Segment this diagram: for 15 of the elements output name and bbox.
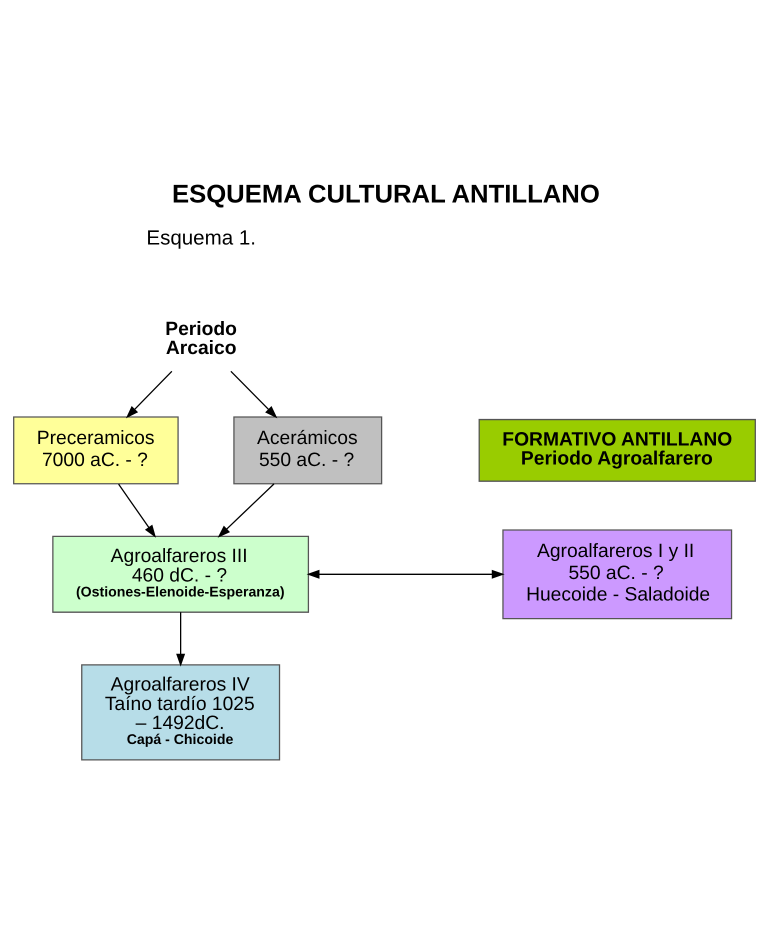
arrow xyxy=(218,482,274,538)
node-box: FORMATIVO ANTILLANO Periodo Agroalfarero xyxy=(478,418,756,482)
arrow xyxy=(126,370,172,418)
diagram-title: ESQUEMA CULTURAL ANTILLANO xyxy=(172,180,600,208)
node-text: Periodo Arcaico xyxy=(165,318,237,359)
node-box: Agroalfareros I y II 550 aC. - ? Huecoide - Saladoide xyxy=(502,528,732,619)
label: Esquema 1. xyxy=(146,226,256,250)
arrow xyxy=(306,569,505,578)
node-box: Preceramicos 7000 aC. - ? xyxy=(13,416,179,484)
arrow xyxy=(230,370,278,418)
node-box: Agroalfareros III 460 dC. - ? (Ostiones-Elenoide-Esperanza) xyxy=(52,535,310,612)
node-box: Acerámicos 550 aC. - ? xyxy=(233,416,382,484)
arrow xyxy=(176,612,186,666)
arrow xyxy=(118,483,156,538)
node-box: Agroalfareros IV Taíno tardío 1025 – 1492dC. Capá - Chicoide xyxy=(81,664,280,760)
